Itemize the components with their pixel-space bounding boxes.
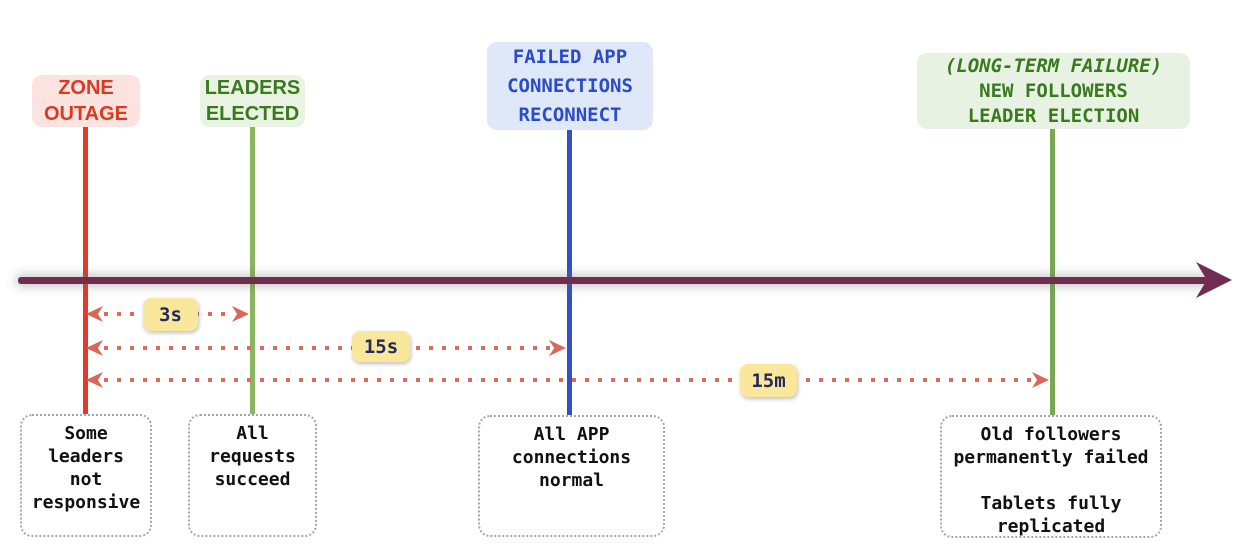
- timeline-axis: [18, 277, 1208, 284]
- note-zone-outage: Some leaders not responsive: [20, 414, 152, 537]
- event-line-leaders-elected: [250, 127, 255, 414]
- arrowhead-left-icon: [86, 306, 103, 322]
- arrowhead-left-icon: [86, 340, 103, 356]
- event-line-long-term-failure: [1050, 129, 1055, 415]
- event-line-zone-outage: [83, 127, 88, 414]
- interval-badge-15m: 15m: [740, 364, 797, 397]
- interval-badge-15s: 15s: [352, 331, 410, 362]
- event-label-long-term-failure: (LONG-TERM FAILURE) NEW FOLLOWERS LEADER…: [917, 53, 1190, 129]
- note-long-term-failure: Old followers permanently failed Tablets…: [940, 415, 1162, 538]
- interval-dotted-line-15s: [104, 346, 551, 350]
- event-label-leaders-elected: LEADERS ELECTED: [200, 75, 305, 127]
- note-app-reconnect: All APP connections normal: [478, 415, 665, 537]
- event-label-zone-outage: ZONE OUTAGE: [32, 75, 140, 127]
- arrowhead-right-icon: [232, 306, 249, 322]
- arrowhead-right-icon: [1032, 372, 1049, 388]
- interval-dotted-line-15m: [104, 378, 1034, 382]
- event-label-long-term-failure-rest: NEW FOLLOWERS LEADER ELECTION: [967, 79, 1140, 127]
- event-label-app-reconnect: FAILED APP CONNECTIONS RECONNECT: [487, 42, 653, 130]
- event-label-long-term-failure-italic-line: (LONG-TERM FAILURE): [944, 54, 1163, 77]
- event-line-app-reconnect: [567, 130, 572, 415]
- arrowhead-right-icon: [549, 340, 566, 356]
- arrowhead-left-icon: [86, 372, 103, 388]
- interval-badge-3s: 3s: [143, 298, 198, 331]
- note-leaders-elected: All requests succeed: [188, 414, 317, 537]
